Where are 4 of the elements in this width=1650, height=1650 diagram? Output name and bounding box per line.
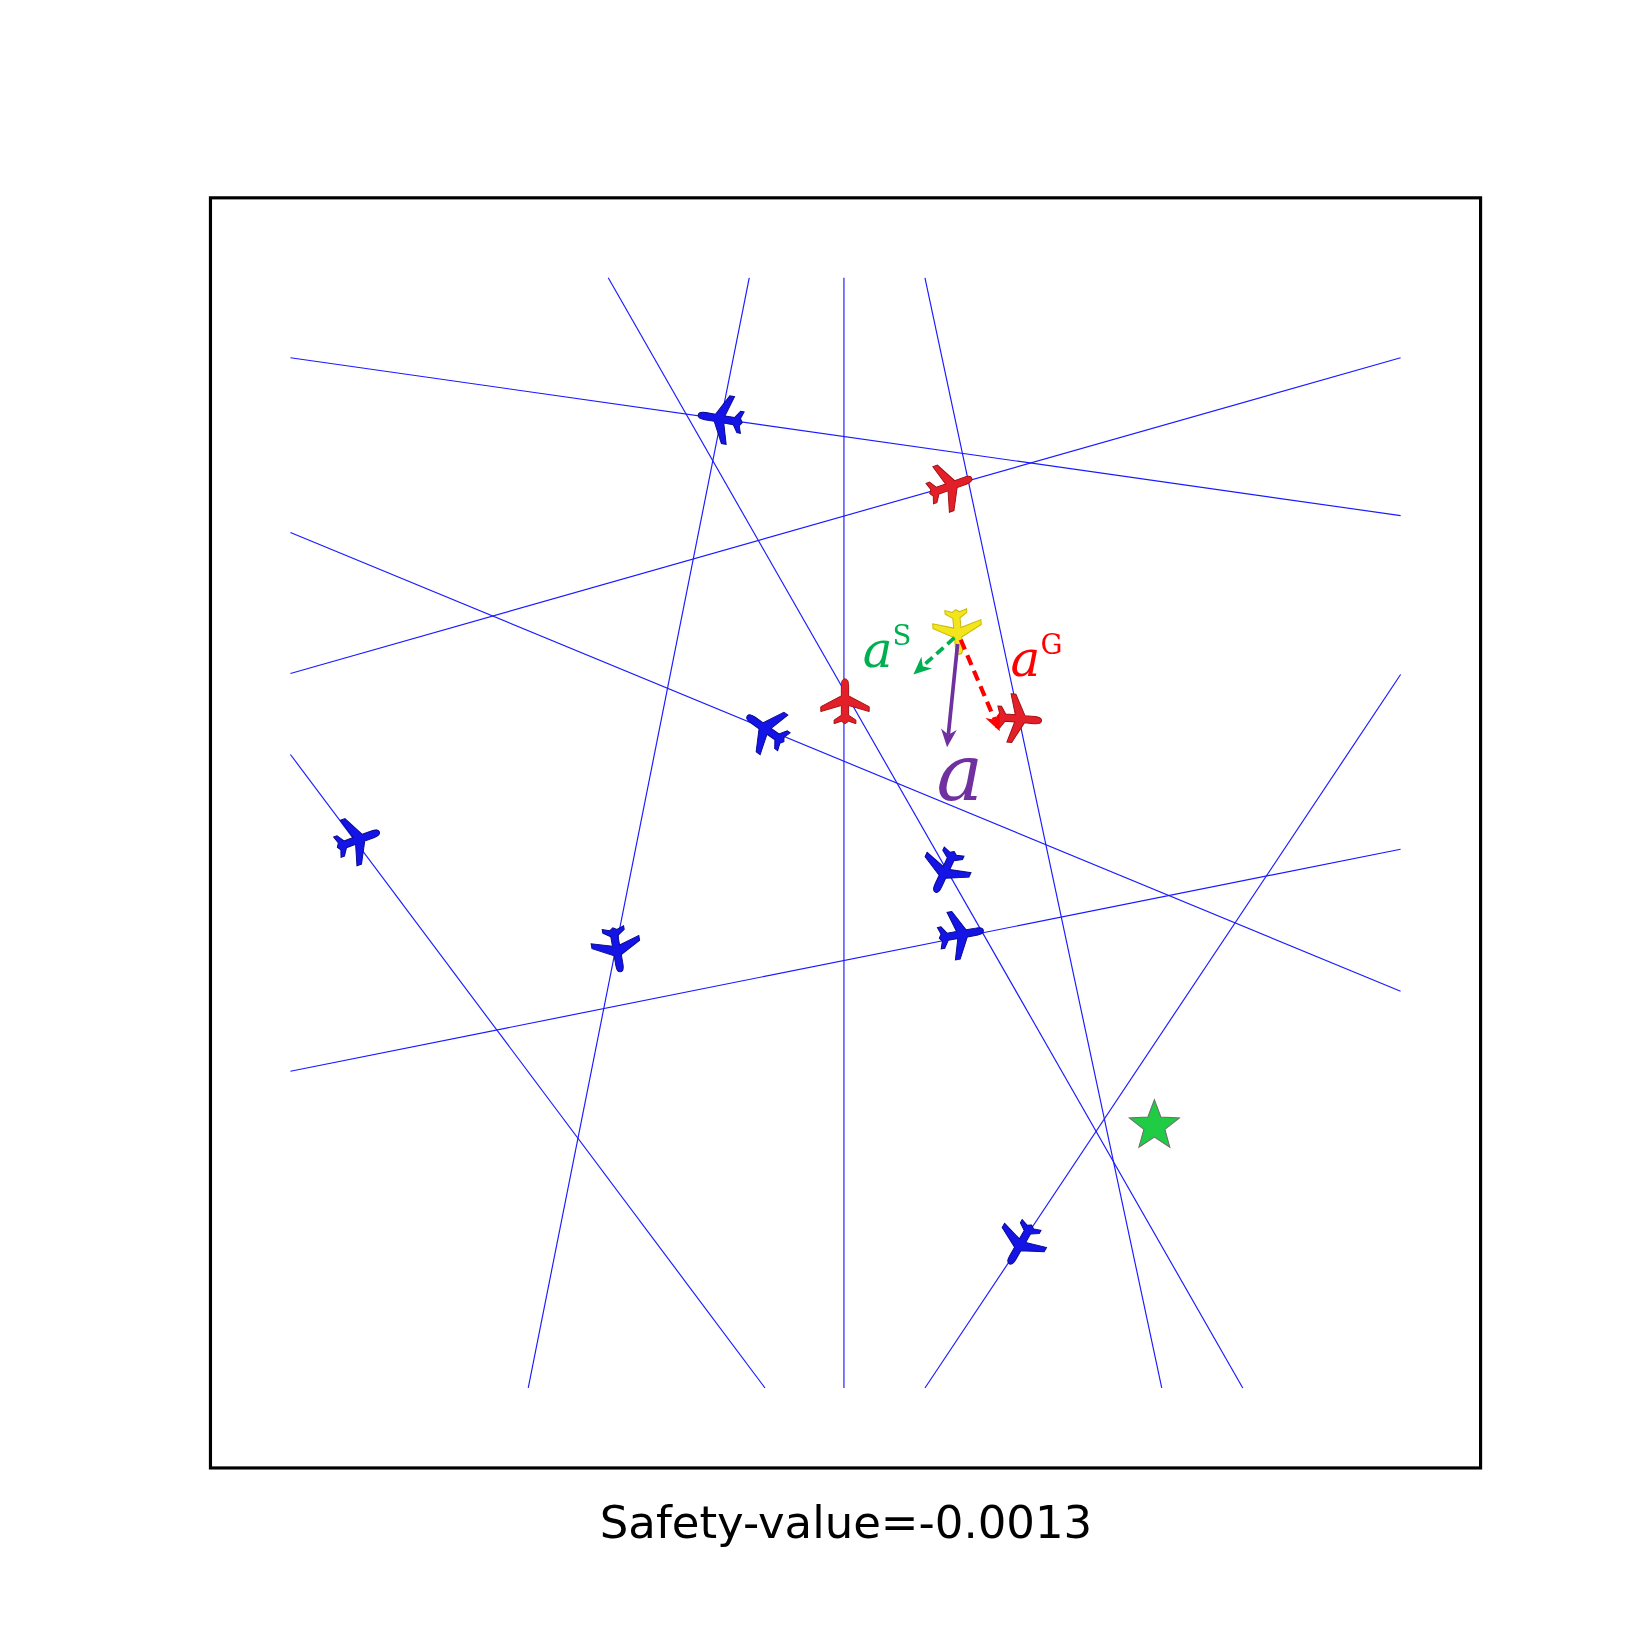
caption: Safety-value=-0.0013 [599, 1499, 1093, 1545]
symbol-label: a$^{G}$ [1010, 633, 1063, 684]
symbol-label: a [936, 734, 983, 813]
symbol-label: a$^{S}$ [862, 625, 912, 676]
